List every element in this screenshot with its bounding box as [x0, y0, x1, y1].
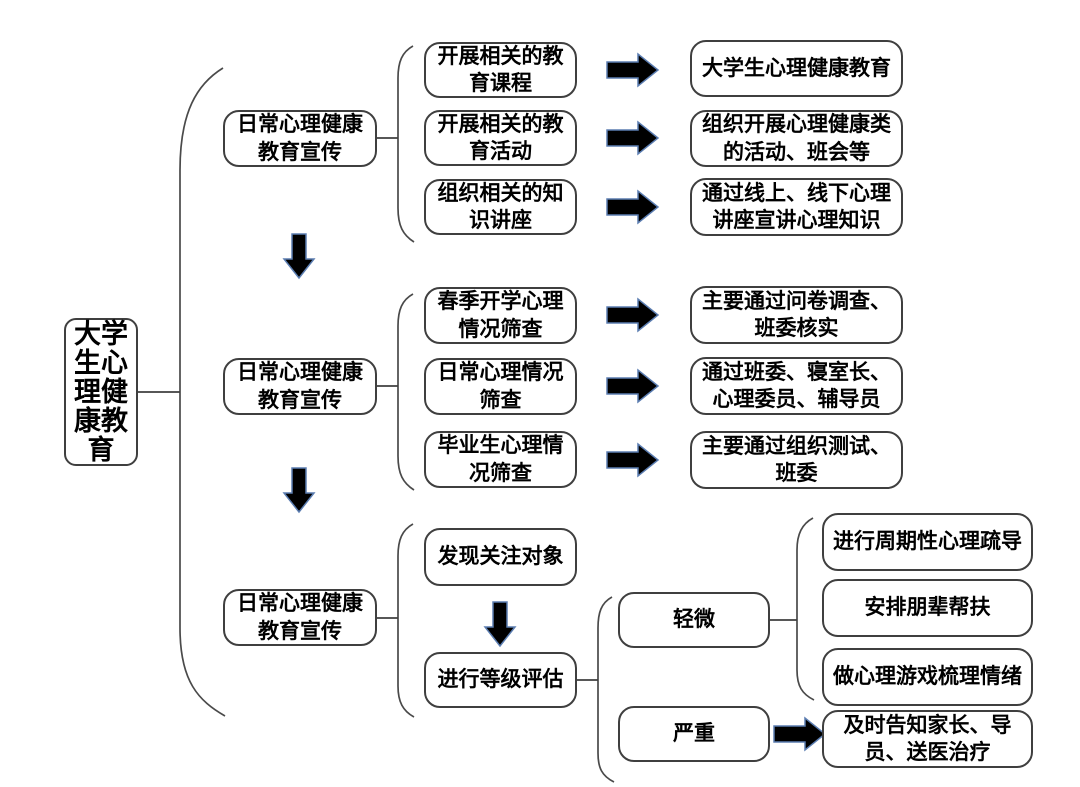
action-node: 开展相关的教 育活动	[424, 110, 577, 166]
remedy-node: 做心理游戏梳理情绪	[822, 648, 1033, 706]
right-arrow-icon	[606, 189, 660, 225]
result-node: 组织开展心理健康类 的活动、班会等	[690, 110, 903, 167]
result-node: 通过班委、寝室长、 心理委员、辅导员	[690, 357, 903, 415]
stage-node-1: 日常心理健康 教育宣传	[223, 110, 377, 167]
down-arrow-icon	[483, 601, 517, 648]
down-arrow-icon	[282, 467, 316, 514]
remedy-node: 进行周期性心理疏导	[822, 513, 1033, 571]
action-node: 春季开学心理 情况筛查	[424, 287, 577, 344]
right-arrow-icon	[773, 716, 827, 752]
assess-node: 进行等级评估	[424, 652, 577, 708]
group2-brace	[397, 293, 415, 491]
action-node: 组织相关的知 识讲座	[424, 179, 577, 235]
remedy-node: 安排朋辈帮扶	[822, 579, 1033, 637]
result-node: 主要通过组织测试、 班委	[690, 431, 903, 489]
action-node: 开展相关的教 育课程	[424, 42, 577, 98]
stage-node-2: 日常心理健康 教育宣传	[223, 358, 377, 415]
levels-brace	[597, 596, 615, 783]
mild-actions-brace	[796, 517, 815, 701]
action-node: 毕业生心理情 况筛查	[424, 431, 577, 488]
right-arrow-icon	[606, 442, 660, 478]
right-arrow-icon	[606, 120, 660, 156]
group3-brace	[397, 523, 415, 718]
group1-brace	[397, 45, 415, 243]
result-node: 通过线上、线下心理 讲座宣讲心理知识	[690, 178, 903, 236]
level-mild-node: 轻微	[618, 592, 770, 648]
remedy-node: 及时告知家长、导 员、送医治疗	[822, 710, 1033, 768]
main-brace	[179, 67, 226, 717]
right-arrow-icon	[606, 368, 660, 404]
stage-node-3: 日常心理健康 教育宣传	[223, 589, 377, 646]
result-node: 大学生心理健康教育	[690, 40, 903, 97]
level-severe-node: 严重	[618, 706, 770, 762]
right-arrow-icon	[606, 297, 660, 333]
discover-node: 发现关注对象	[424, 528, 577, 586]
down-arrow-icon	[282, 233, 316, 280]
action-node: 日常心理情况 筛查	[424, 358, 577, 415]
right-arrow-icon	[606, 52, 660, 88]
root-node: 大学生心理健康教育	[64, 318, 138, 466]
result-node: 主要通过问卷调查、 班委核实	[690, 286, 903, 344]
